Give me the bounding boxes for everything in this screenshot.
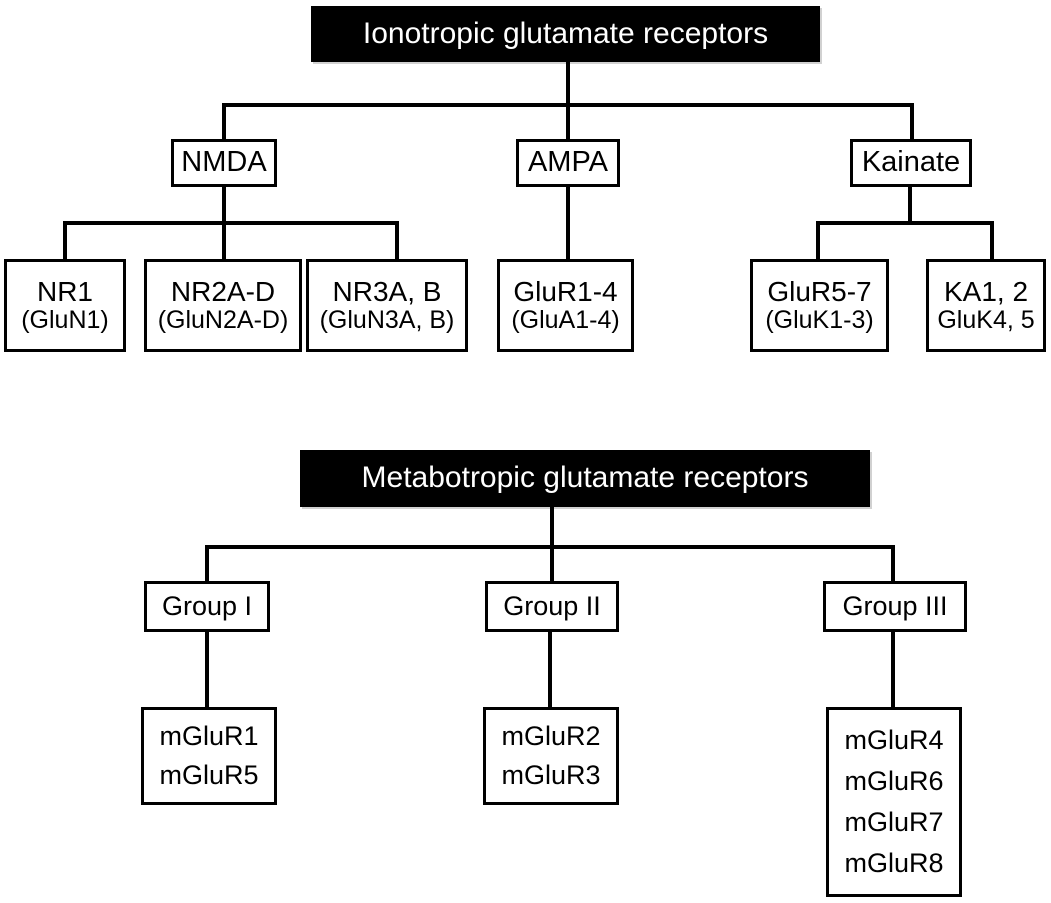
connector-drop-nr2: [222, 221, 226, 261]
member-group-iii-line4: mGluR8: [844, 848, 944, 879]
family-box-kainate[interactable]: Kainate: [850, 139, 972, 187]
subunit-box-nr3a-b[interactable]: NR3A, B (GluN3A, B): [306, 259, 468, 352]
member-group-i-line2: mGluR5: [159, 760, 259, 790]
subunit-nr2a-d-line1: NR2A-D: [170, 275, 276, 307]
subunit-box-nr1[interactable]: NR1 (GluN1): [4, 259, 126, 352]
group-label-iii: Group III: [842, 590, 948, 621]
family-label-ampa: AMPA: [527, 146, 609, 179]
subunit-ka1-2-line1: KA1, 2: [943, 275, 1029, 307]
subunit-nr3a-b-line1: NR3A, B: [332, 275, 442, 307]
subunit-glur5-7-line2: (GluK1-3): [765, 306, 874, 335]
subunit-box-glur1-4[interactable]: GluR1-4 (GluA1-4): [497, 259, 634, 352]
subunit-glur1-4-line1: GluR1-4: [513, 275, 618, 307]
member-group-i-line1: mGluR1: [159, 720, 259, 751]
metabotropic-header-label: Metabotropic glutamate receptors: [361, 461, 809, 495]
group-box-i[interactable]: Group I: [144, 581, 270, 632]
family-label-nmda: NMDA: [181, 146, 267, 179]
connector-drop-group-iii: [891, 545, 895, 583]
subunit-box-nr2a-d[interactable]: NR2A-D (GluN2A-D): [144, 259, 302, 352]
member-group-iii-line3: mGluR7: [844, 807, 944, 837]
connector-nmda-subunit-bar: [63, 221, 399, 225]
connector-drop-group-ii: [550, 545, 554, 583]
metabotropic-header-box: Metabotropic glutamate receptors: [300, 450, 870, 507]
connector-drop-kainate: [910, 103, 914, 141]
subunit-glur5-7-line1: GluR5-7: [767, 275, 872, 307]
group-box-iii[interactable]: Group III: [823, 581, 967, 632]
connector-drop-group-i: [205, 545, 209, 583]
connector-drop-nr1: [63, 221, 67, 261]
subunit-nr1-line1: NR1: [36, 275, 93, 307]
member-group-iii-line1: mGluR4: [844, 724, 944, 755]
connector-drop-ampa: [566, 103, 570, 141]
member-box-group-i[interactable]: mGluR1 mGluR5: [141, 707, 277, 805]
connector-ampa-stem: [566, 185, 570, 261]
connector-drop-nmda: [222, 103, 226, 141]
connector-drop-nr3: [395, 221, 399, 261]
ionotropic-header-label: Ionotropic glutamate receptors: [362, 16, 769, 50]
member-box-group-iii[interactable]: mGluR4 mGluR6 mGluR7 mGluR8: [826, 707, 962, 897]
subunit-box-ka1-2[interactable]: KA1, 2 GluK4, 5: [926, 259, 1046, 352]
connector-ionotropic-trunk: [566, 60, 570, 107]
connector-nmda-stem: [222, 185, 226, 225]
family-label-kainate: Kainate: [861, 146, 961, 179]
subunit-glur1-4-line2: (GluA1-4): [511, 306, 620, 335]
ionotropic-header-box: Ionotropic glutamate receptors: [311, 6, 820, 62]
subunit-ka1-2-line2: GluK4, 5: [937, 306, 1035, 335]
subunit-nr1-line2: (GluN1): [21, 306, 109, 335]
subunit-box-glur5-7[interactable]: GluR5-7 (GluK1-3): [750, 259, 889, 352]
group-label-i: Group I: [161, 590, 253, 621]
member-group-ii-line1: mGluR2: [501, 720, 601, 751]
connector-group-i-stem: [205, 630, 209, 709]
connector-metabotropic-trunk: [550, 505, 554, 549]
family-box-nmda[interactable]: NMDA: [171, 139, 277, 187]
connector-kainate-stem: [908, 185, 912, 225]
connector-kainate-subunit-bar: [816, 221, 994, 225]
subunit-nr2a-d-line2: (GluN2A-D): [157, 306, 289, 335]
group-box-ii[interactable]: Group II: [485, 581, 619, 632]
group-label-ii: Group II: [503, 590, 601, 621]
connector-group-ii-stem: [548, 630, 552, 709]
subunit-nr3a-b-line2: (GluN3A, B): [319, 306, 455, 335]
connector-drop-glur5-7: [816, 221, 820, 261]
member-group-ii-line2: mGluR3: [501, 760, 601, 790]
family-box-ampa[interactable]: AMPA: [516, 139, 620, 187]
member-group-iii-line2: mGluR6: [844, 765, 944, 796]
member-box-group-ii[interactable]: mGluR2 mGluR3: [483, 707, 619, 805]
connector-group-iii-stem: [891, 630, 895, 709]
connector-drop-ka1-2: [990, 221, 994, 261]
